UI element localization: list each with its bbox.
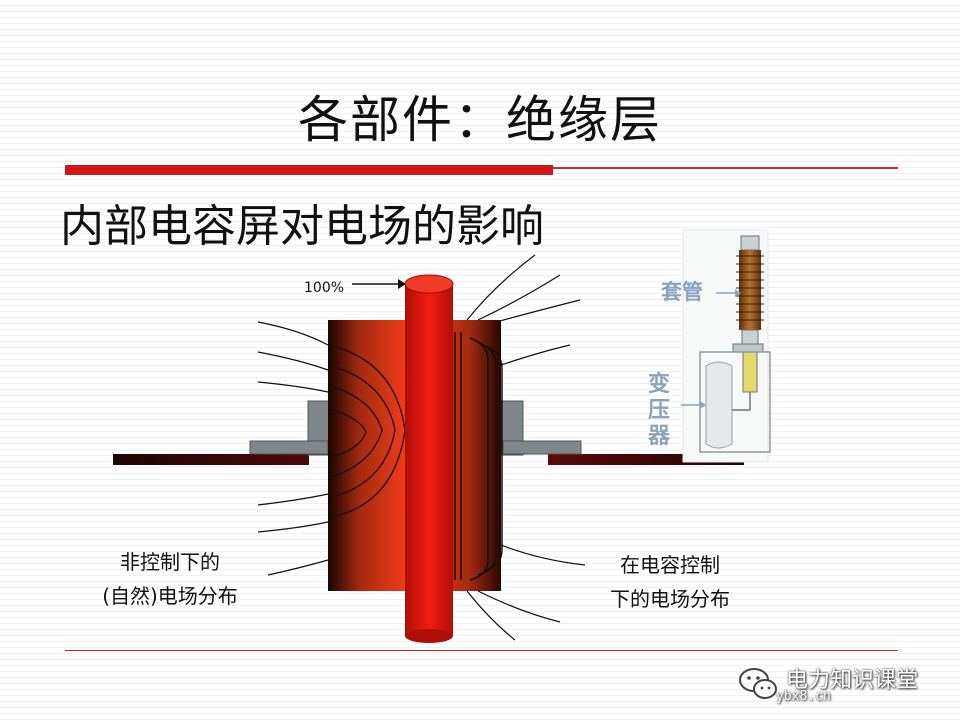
inset-transformer-bushing <box>681 229 771 463</box>
right-caption: 在电容控制 下的电场分布 <box>585 548 755 616</box>
transformer-label: 变压器 <box>647 372 670 449</box>
percent-arrow <box>352 279 406 289</box>
field-lines-uncontrolled <box>257 321 406 576</box>
left-caption: 非控制下的 (自然)电场分布 <box>80 545 260 613</box>
title-underline <box>65 165 553 175</box>
field-lines-controlled <box>466 254 586 641</box>
watermark: 电力知识课堂 ybx8.cn <box>738 660 938 710</box>
watermark-url: ybx8.cn <box>776 689 831 704</box>
watermark-text: 电力知识课堂 <box>786 668 919 693</box>
wechat-icon <box>739 668 777 699</box>
central-conductor <box>404 274 454 643</box>
left-caption-line2: (自然)电场分布 <box>102 584 238 608</box>
left-caption-line1: 非控制下的 <box>120 550 220 574</box>
footer-rule <box>65 650 898 651</box>
title-underline-thin <box>553 167 898 169</box>
bushing-label: 套管 <box>661 280 703 304</box>
ground-plate-right <box>548 454 744 465</box>
right-caption-line1: 在电容控制 <box>620 553 720 577</box>
right-caption-line2: 下的电场分布 <box>610 587 730 611</box>
slide-title: 各部件：绝缘层 <box>298 91 662 149</box>
capacitor-screens <box>454 332 503 581</box>
ground-plate-left <box>113 454 309 465</box>
percent-label: 100% <box>304 280 344 296</box>
slide-subtitle: 内部电容屏对电场的影响 <box>60 201 544 252</box>
